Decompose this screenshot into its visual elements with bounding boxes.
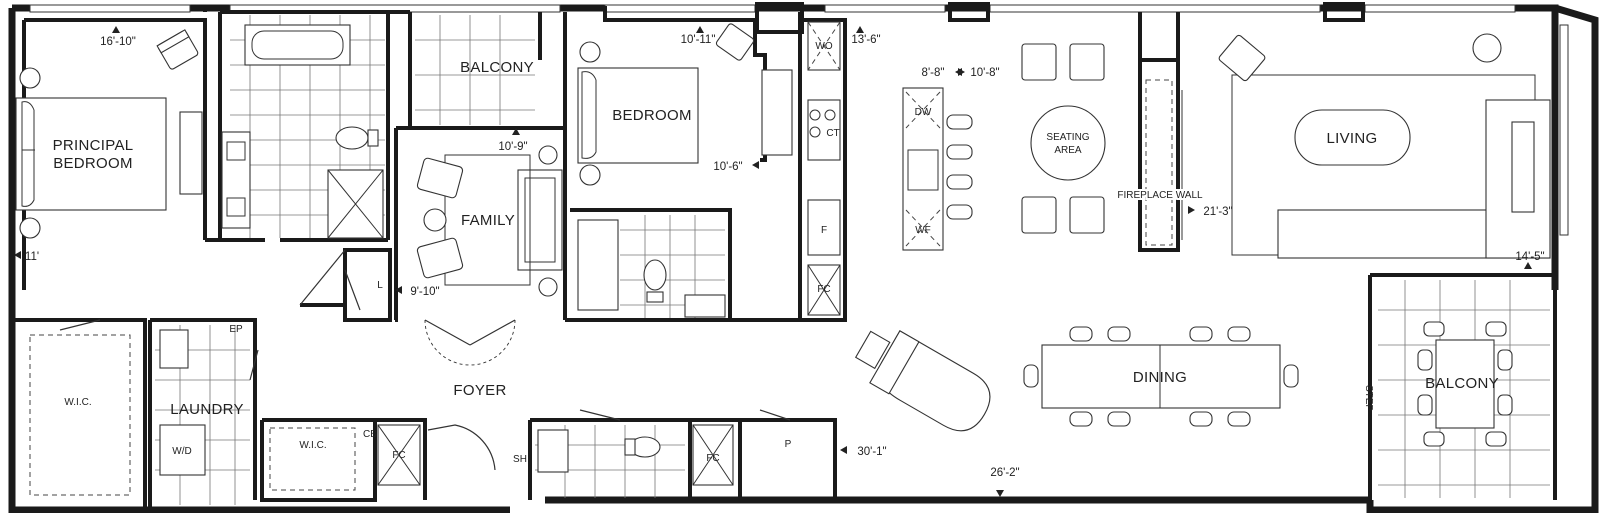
seating-area <box>1021 43 1106 234</box>
washer-dryer-label: W/D <box>172 446 191 457</box>
family-sofa <box>444 145 563 297</box>
washer-dryer <box>159 424 206 476</box>
bath-fc-label: FC <box>706 453 719 464</box>
family-chair-2 <box>416 237 464 279</box>
wic-left-label: W.I.C. <box>64 397 91 408</box>
dim-balcony-depth: 14'-5" <box>1515 251 1544 263</box>
laundry-label: LAUNDRY <box>170 401 244 418</box>
balcony-top-label: BALCONY <box>460 59 534 76</box>
dim-principal-depth: 11' <box>25 251 39 263</box>
dim-dining-length: 26'-2" <box>990 467 1019 479</box>
principal-bed <box>15 67 203 239</box>
wine-fridge-label: WF <box>915 225 931 236</box>
dim-foyer-length: 30'-1" <box>857 446 886 458</box>
bedroom-label: BEDROOM <box>612 107 692 124</box>
pantry-label: P <box>785 439 792 450</box>
wic-mid-label: W.I.C. <box>299 440 326 451</box>
sh-label: SH <box>513 454 527 465</box>
wall-oven-label: WO <box>815 41 832 52</box>
fireplace-wall-label: FIREPLACE WALL <box>1117 190 1203 201</box>
bottom-toilet <box>624 436 661 458</box>
dimension-arrows <box>14 26 1532 497</box>
toilet <box>335 126 379 150</box>
dim-principal-width: 16'-10" <box>100 36 136 48</box>
family-chair-1 <box>416 157 464 199</box>
bedroom-chair <box>715 23 755 61</box>
vanity <box>221 131 251 229</box>
doors <box>59 249 791 471</box>
kitchen-island <box>902 87 973 251</box>
bathtub <box>244 24 351 66</box>
dim-family-width: 10'-9" <box>498 141 527 153</box>
dim-bedroom-depth: 10'-6" <box>713 161 742 173</box>
principal-bedroom-label-1: PRINCIPAL <box>53 137 134 154</box>
linen-label: L <box>377 280 383 291</box>
cb-label: CB <box>363 429 377 440</box>
furniture <box>15 21 1551 496</box>
foyer-label: FOYER <box>453 382 506 399</box>
ep-label: EP <box>229 324 243 335</box>
dim-kitchen-width: 13'-6" <box>851 34 880 46</box>
dim-living-depth: 21'-3" <box>1203 206 1232 218</box>
family-label: FAMILY <box>461 212 515 229</box>
foyer-fc-label: FC <box>392 450 405 461</box>
kitchen-appliances <box>807 21 841 316</box>
principal-bedroom-label-2: BEDROOM <box>53 155 133 172</box>
fridge-label: F <box>821 225 827 236</box>
living-furniture <box>1231 33 1551 259</box>
step-label: STEP <box>1363 385 1374 411</box>
family-side-table <box>423 208 447 232</box>
dining-label: DINING <box>1133 369 1187 386</box>
living-chair <box>1218 34 1266 82</box>
bedroom-tub <box>577 219 619 311</box>
kitchen-fc-label: FC <box>817 284 830 295</box>
bedroom-desk <box>761 69 793 156</box>
principal-chair <box>156 29 199 70</box>
bottom-vanity <box>537 429 569 473</box>
bedroom-toilet <box>643 259 667 303</box>
balcony-table <box>1417 321 1513 447</box>
dim-island-a: 8'-8" <box>922 67 945 79</box>
fireplace <box>1145 79 1183 246</box>
bedroom-vanity <box>684 294 726 318</box>
balcony-top-tiles <box>415 15 535 125</box>
dining-table <box>1023 326 1299 427</box>
dim-bedroom-width: 10'-11" <box>681 34 716 46</box>
piano <box>854 330 991 432</box>
living-label: LIVING <box>1327 130 1378 147</box>
dim-island-b: 10'-8" <box>970 67 999 79</box>
seating-area-label-2: AREA <box>1054 145 1082 156</box>
exterior-walls <box>8 2 1599 513</box>
dishwasher-label: DW <box>915 107 932 118</box>
bedroom-bed <box>577 41 699 186</box>
cooktop-label: CT <box>826 128 839 139</box>
dim-family-depth: 9'-10" <box>410 286 439 298</box>
seating-area-label-1: SEATING <box>1046 132 1089 143</box>
laundry-sink <box>159 329 189 369</box>
shower <box>327 169 384 239</box>
balcony-right-label: BALCONY <box>1425 375 1499 392</box>
